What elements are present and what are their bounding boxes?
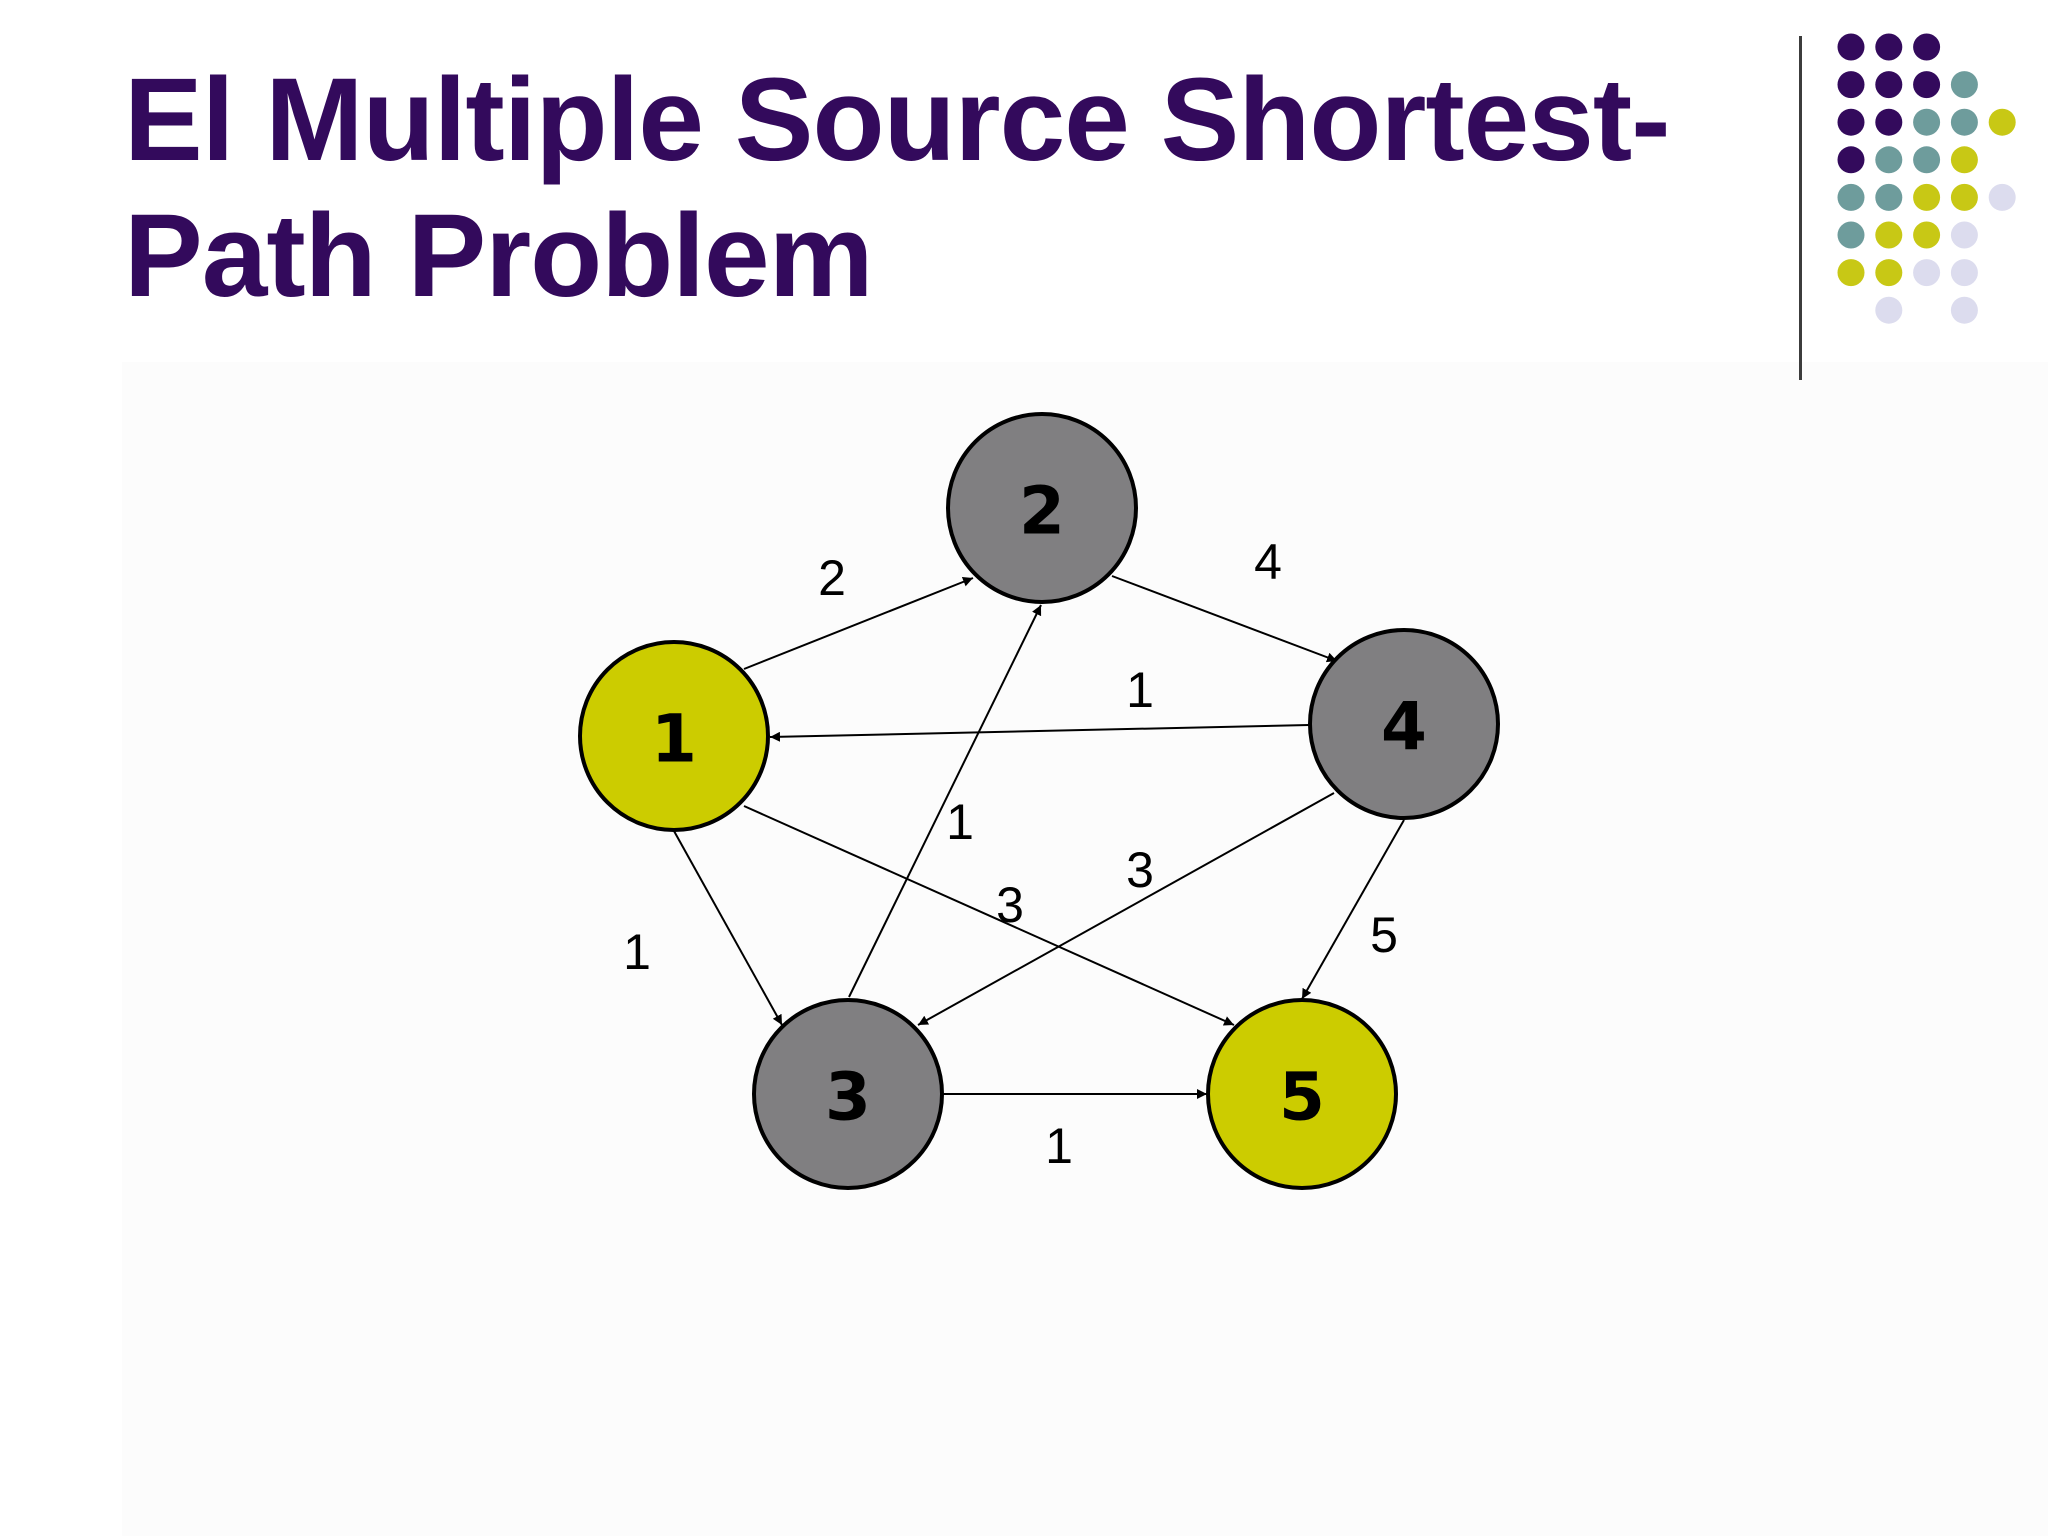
decorative-dot [1988,183,2016,211]
decorative-dot [1875,183,1903,211]
decorative-dot-grid [1837,33,2016,324]
decorative-dot [1837,71,1865,99]
edge-weight-1-to-2: 2 [818,550,846,606]
edge-weight-2-to-4: 4 [1254,534,1282,590]
decorative-dot [1950,108,1978,136]
node-3-circle [752,998,944,1190]
edge-2-to-4 [1111,575,1338,663]
decorative-dot [1875,71,1903,99]
node-5-label: 5 [1279,1059,1325,1136]
node-1-label: 1 [651,701,697,778]
edges [673,575,1405,1099]
decorative-dot [1913,33,1941,61]
edge-weight-4-to-3: 3 [1126,842,1154,898]
decorative-dot [1875,221,1903,249]
decorative-dot [1837,146,1865,174]
node-3: 3 [752,998,944,1190]
decorative-dot [1950,146,1978,174]
decorative-dot [1875,33,1903,61]
node-4-circle [1308,628,1500,820]
nodes: 1 2 3 4 5 [578,412,1500,1190]
edge-weight-1-to-3: 1 [623,924,651,980]
edge-4-to-5 [1301,819,1405,1000]
decorative-dot [1988,108,2016,136]
decorative-dot [1950,183,1978,211]
decorative-dot [1950,221,1978,249]
decorative-dot [1837,33,1865,61]
edge-1-to-3 [673,830,783,1026]
node-2-circle [946,412,1138,604]
decorative-dot [1913,221,1941,249]
decorative-dot [1950,259,1978,287]
decorative-dot [1875,146,1903,174]
decorative-dot [1837,259,1865,287]
decorative-dot [1875,259,1903,287]
slide-title: El Multiple Source Shortest- Path Proble… [124,52,1724,324]
edge-weight-4-to-1: 1 [1126,662,1154,718]
node-1-circle [578,640,770,832]
node-2: 2 [946,412,1138,604]
edge-1-to-5 [743,805,1235,1026]
node-3-label: 3 [825,1059,871,1136]
node-2-label: 2 [1019,473,1065,550]
edge-1-to-2 [743,577,974,670]
edge-4-to-1 [769,724,1310,742]
decorative-dot [1837,183,1865,211]
decorative-dot [1913,71,1941,99]
title-divider [1799,36,1802,380]
edge-3-to-2 [848,604,1042,998]
node-4-label: 4 [1381,689,1427,766]
slide-title-line-2: Path Problem [124,190,874,322]
decorative-dot [1837,221,1865,249]
decorative-dot [1913,146,1941,174]
decorative-dot [1950,296,1978,324]
node-5: 5 [1206,998,1398,1190]
decorative-dot [1913,259,1941,287]
decorative-dot [1875,108,1903,136]
edge-4-to-3 [917,792,1335,1026]
decorative-dot [1950,71,1978,99]
decorative-dot [1913,183,1941,211]
edge-weight-3-to-5: 1 [1045,1118,1073,1174]
node-1: 1 [578,640,770,832]
decorative-dot [1875,296,1903,324]
node-5-circle [1206,998,1398,1190]
edge-weight-3-to-2: 1 [946,794,974,850]
edge-weight-4-to-5: 5 [1370,907,1398,963]
node-4: 4 [1308,628,1500,820]
slide-title-line-1: El Multiple Source Shortest- [124,54,1671,186]
decorative-dot [1837,108,1865,136]
edge-weight-1-to-5: 3 [996,877,1024,933]
decorative-dot [1913,108,1941,136]
